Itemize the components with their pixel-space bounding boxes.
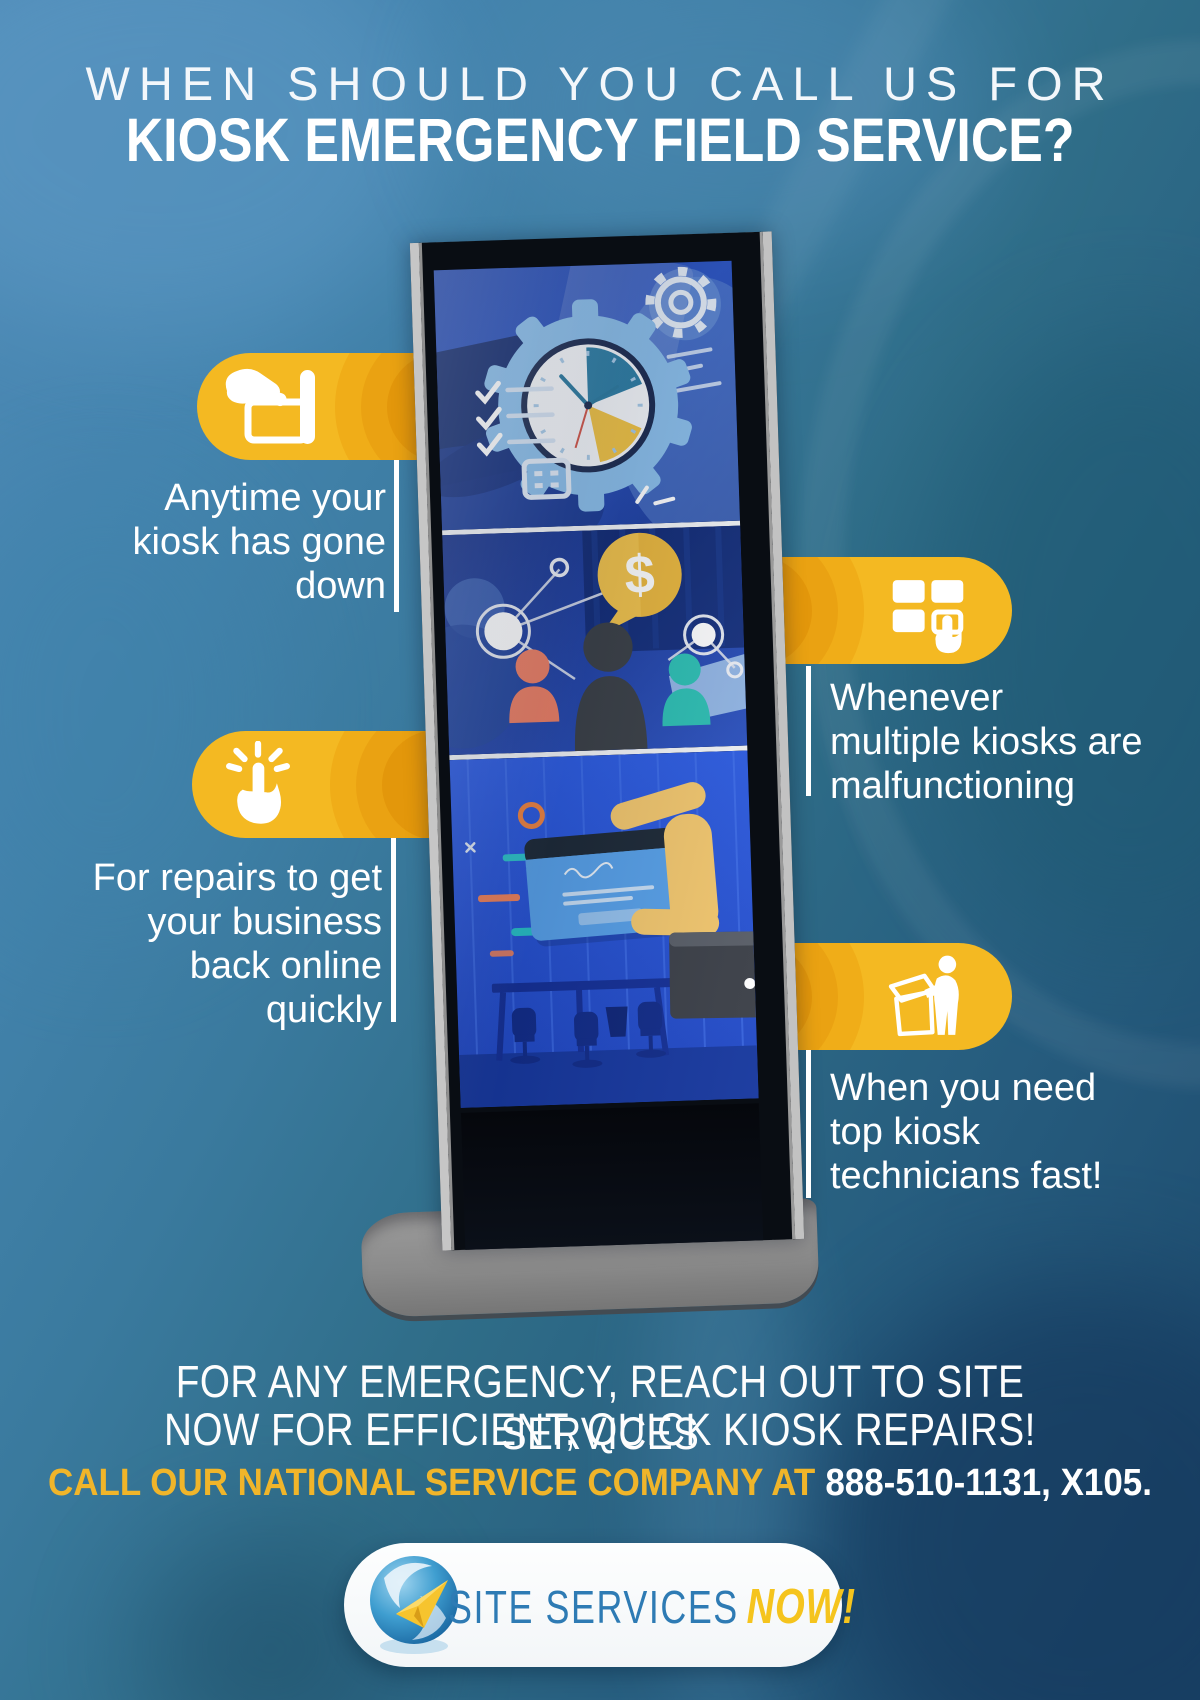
touchscreen-grid-icon [892,580,964,654]
kiosk-lower-bezel [460,1103,764,1250]
callout-connector-line [394,460,399,612]
callout-connector-line [391,838,396,1022]
callout-text-multiple-kiosks: Whenever multiple kiosks are malfunction… [830,677,1143,807]
callout-pill-multiple-kiosks [752,557,1012,664]
kiosk-display-unit: $ [409,231,805,1251]
logo-text-accent: NOW! [746,1580,856,1634]
calculator-graphic [521,457,572,500]
click-finger-icon [226,741,290,824]
call-label: CALL OUR NATIONAL SERVICE COMPANY AT [48,1462,816,1504]
people-network-graphic: $ [442,525,748,756]
person-silhouette-teal [662,653,711,727]
kiosk-screen-stack: $ [433,260,759,1108]
card-in-hand-graphic [524,782,759,1019]
callout-pill-kiosk-down [197,353,447,460]
dollar-speech-bubble: $ [597,532,682,635]
footer-line-1: FOR ANY EMERGENCY, REACH OUT TO SITE SER… [175,1356,1025,1459]
kiosk-screen-bottom [449,750,759,1108]
office-desk-graphic [491,978,674,1068]
callout-text-repairs: For repairs to get your business back on… [92,857,382,1031]
phone-number: 888-510-1131, X105. [825,1462,1152,1504]
callout-text-technicians: When you need top kiosk technicians fast… [830,1067,1103,1197]
svg-text:$: $ [624,544,656,605]
logo-text-primary: SITE SERVICES [448,1581,739,1633]
background-blob [0,480,270,940]
title-line-1: WHEN SHOULD YOU CALL US FOR [85,57,1115,110]
callout-connector-line [806,666,811,796]
title-line-2: KIOSK EMERGENCY FIELD SERVICE? [125,106,1075,174]
hand-swiping-card-icon [225,368,315,444]
gear-clock-graphic [433,260,740,531]
kiosk-screen-top [433,260,740,531]
callout-connector-line [806,1050,811,1198]
sleeve-graphic [669,931,759,1019]
checklist-graphic [475,380,556,457]
callout-text-kiosk-down: Anytime your kiosk has gone down [132,477,387,607]
globe-arrow-logo-icon [370,1556,458,1654]
kiosk-screen-middle: $ [442,525,748,756]
callout-pill-repairs [192,731,442,838]
person-using-kiosk-icon [888,955,959,1037]
person-silhouette-dark [574,622,648,753]
hand-card-office-graphic [449,750,759,1108]
person-silhouette-coral [509,649,560,724]
footer-line-2: NOW FOR EFFICIENT, QUICK KIOSK REPAIRS! [164,1404,1036,1455]
